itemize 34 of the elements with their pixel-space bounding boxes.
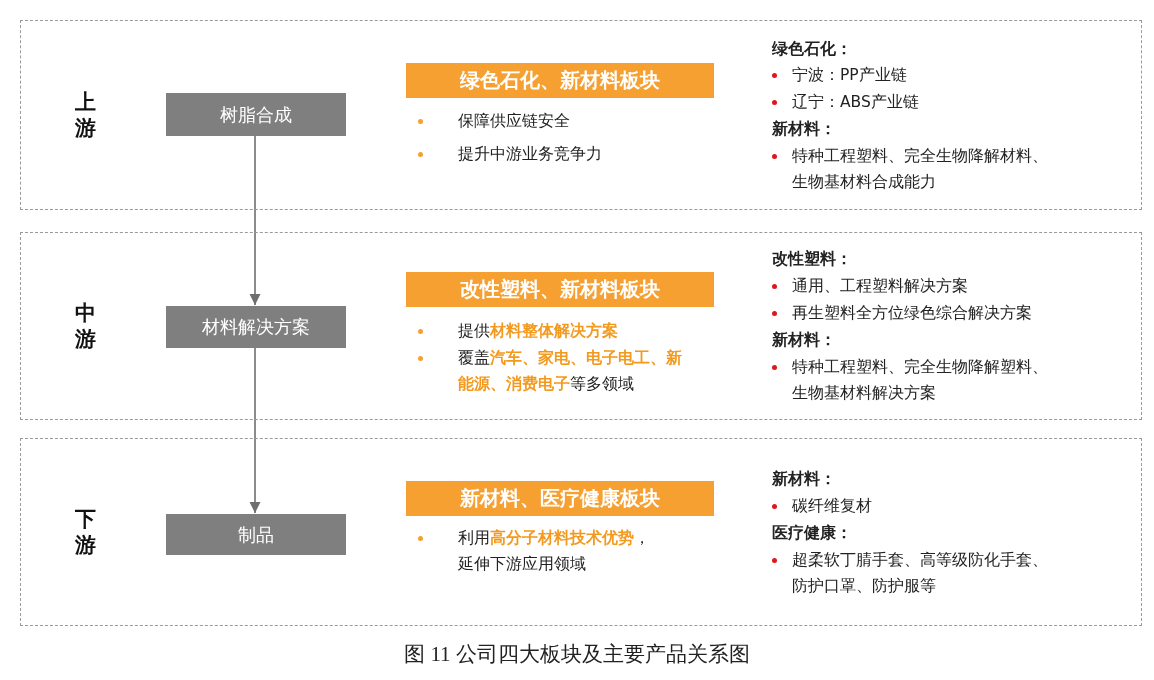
- stage-box: 制品: [166, 514, 346, 555]
- category-heading: 新材料：: [772, 119, 837, 140]
- stage-box: 材料解决方案: [166, 306, 346, 348]
- stage-label: 下游: [75, 506, 96, 559]
- bullet-text: 通用、工程塑料解决方案: [792, 276, 969, 297]
- bullet-text: 再生塑料全方位绿色综合解决方案: [792, 303, 1033, 324]
- bullet-text: 提供材料整体解决方案: [458, 321, 619, 342]
- figure-caption: 图 11 公司四大板块及主要产品关系图: [403, 641, 751, 668]
- bullet-text: 特种工程塑料、完全生物降解塑料、生物基材料解决方案: [792, 357, 1049, 404]
- bullet-text: 保障供应链安全: [458, 111, 571, 132]
- bullet-text: 辽宁：ABS产业链: [792, 92, 920, 113]
- stage-label: 上游: [75, 89, 96, 142]
- category-heading: 新材料：: [772, 330, 837, 351]
- dashed-band: [20, 20, 1142, 210]
- dashed-band: [20, 438, 1142, 626]
- segment-header-box: 绿色石化、新材料板块: [406, 63, 714, 98]
- category-heading: 新材料：: [772, 469, 837, 490]
- category-heading: 医疗健康：: [772, 523, 853, 544]
- bullet-text: 覆盖汽车、家电、电子电工、新能源、消费电子等多领域: [458, 348, 683, 395]
- category-heading: 改性塑料：: [772, 249, 853, 270]
- segment-header-box: 改性塑料、新材料板块: [406, 272, 714, 307]
- stage-label: 中游: [75, 300, 96, 353]
- bullet-text: 利用高分子材料技术优势，延伸下游应用领域: [458, 528, 651, 575]
- category-heading: 绿色石化：: [772, 39, 853, 60]
- bullet-text: 超柔软丁腈手套、高等级防化手套、防护口罩、防护服等: [792, 550, 1049, 597]
- segment-header-box: 新材料、医疗健康板块: [406, 481, 714, 516]
- dashed-band: [20, 232, 1142, 420]
- arrow: [249, 346, 261, 514]
- stage-box: 树脂合成: [166, 93, 346, 136]
- bullet-text: 特种工程塑料、完全生物降解材料、生物基材料合成能力: [792, 146, 1049, 193]
- bullet-text: 宁波：PP产业链: [792, 65, 908, 86]
- bullet-text: 碳纤维复材: [792, 496, 873, 517]
- bullet-text: 提升中游业务竞争力: [458, 144, 603, 165]
- arrow: [249, 134, 261, 306]
